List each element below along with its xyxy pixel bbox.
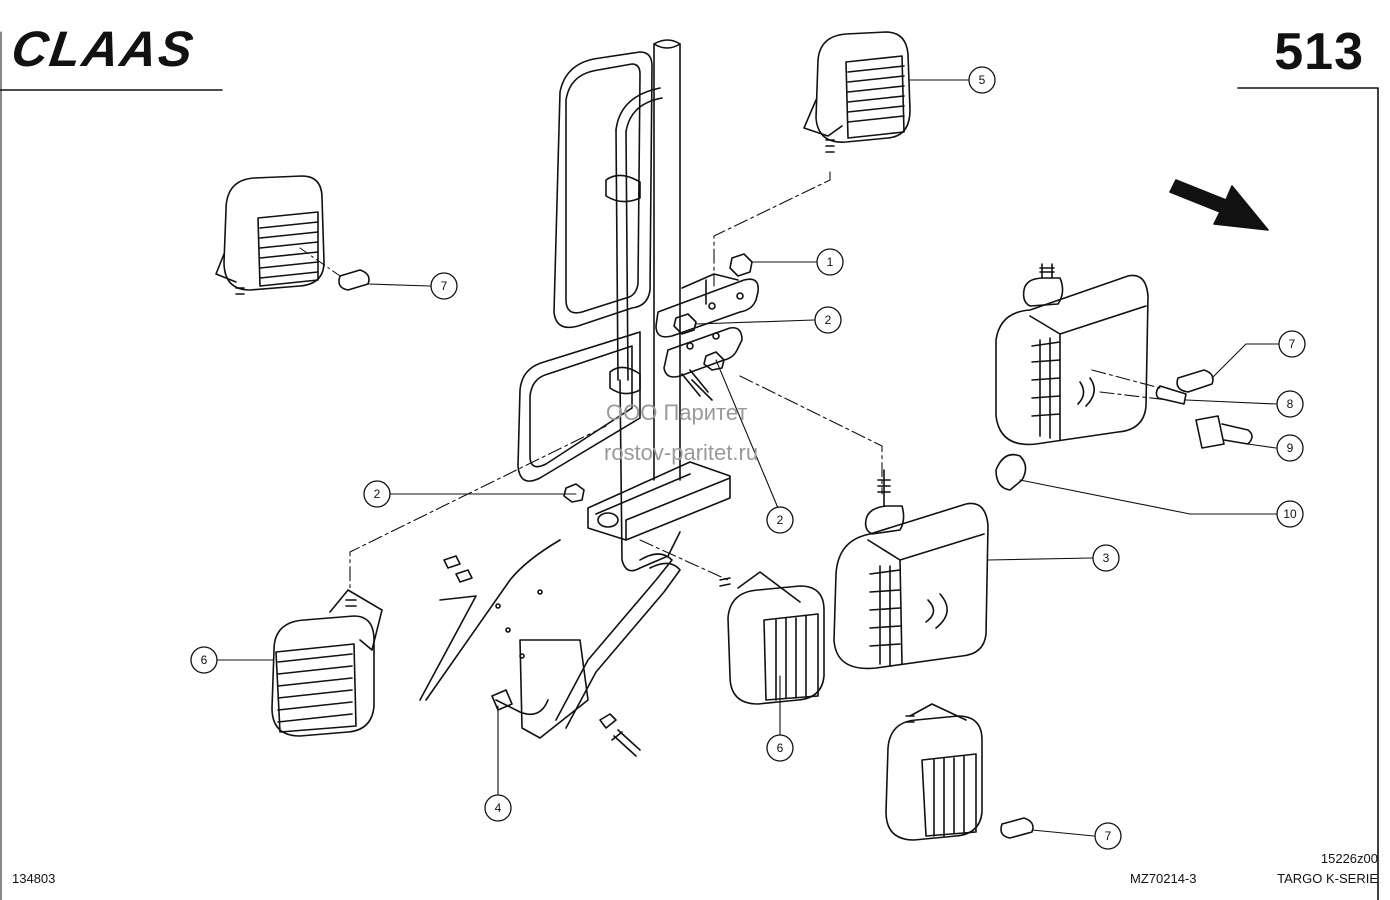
callout-2b [766, 506, 794, 534]
work-lamp-upper-left [215, 175, 370, 295]
headlight-exploded [995, 263, 1253, 491]
watermark-website: rostov-paritet.ru [604, 440, 759, 465]
callout-leaders [217, 79, 1279, 837]
watermark-company: ООО Паритет [606, 400, 748, 425]
headlight-3 [833, 469, 989, 670]
callout-label: 9 [1287, 441, 1294, 455]
callout-label: 3 [1103, 551, 1110, 565]
callout-6a [190, 646, 218, 674]
callout-8 [1276, 390, 1304, 418]
callout-label: 2 [825, 313, 832, 327]
callout-7c [1094, 822, 1122, 850]
callout-label: 6 [777, 741, 784, 755]
callout-2a [814, 306, 842, 334]
callout-label: 7 [441, 279, 448, 293]
mirror-mast [517, 39, 731, 729]
callout-labels: 1 2 2 2 3 4 5 6 6 7 7 7 8 9 10 [201, 73, 1297, 843]
callout-label: 1 [827, 255, 834, 269]
part-reference: MZ70214-3 [1130, 871, 1197, 886]
callout-label: 5 [979, 73, 986, 87]
direction-arrow-icon [1169, 179, 1269, 231]
callout-label: 2 [374, 487, 381, 501]
callout-label: 7 [1105, 829, 1112, 843]
callout-3 [1092, 544, 1120, 572]
mounting-brackets [563, 253, 760, 503]
callout-10 [1276, 500, 1304, 528]
callout-7b [1278, 330, 1306, 358]
work-lamp-6-left [271, 589, 383, 737]
callout-2c [363, 480, 391, 508]
drawing-id: 134803 [12, 871, 56, 886]
claas-logo: CLAAS [12, 22, 198, 74]
callout-6b [766, 734, 794, 762]
assembly-leader-lines [245, 171, 1169, 591]
callout-label: 8 [1287, 397, 1294, 411]
callout-circles [190, 66, 1306, 850]
callout-9 [1276, 434, 1304, 462]
callout-label: 4 [495, 801, 502, 815]
callout-label: 10 [1283, 507, 1297, 521]
callout-5 [968, 66, 996, 94]
work-lamp-6-middle [719, 571, 825, 705]
page-number: 513 [1274, 23, 1364, 81]
drawing-code: 15226z00 [1320, 851, 1378, 866]
callout-4 [484, 794, 512, 822]
work-lamp-5 [803, 31, 911, 153]
callout-label: 2 [777, 513, 784, 527]
work-lamp-lower-right [885, 703, 1034, 841]
brand-text: CLAAS [12, 22, 198, 74]
callout-1 [816, 248, 844, 276]
callout-7a [430, 272, 458, 300]
machine-series: TARGO K-SERIE [1277, 871, 1378, 886]
side-plate [419, 539, 641, 757]
callout-label: 6 [201, 653, 208, 667]
callout-label: 7 [1289, 337, 1296, 351]
header-rule-right [1237, 87, 1379, 900]
